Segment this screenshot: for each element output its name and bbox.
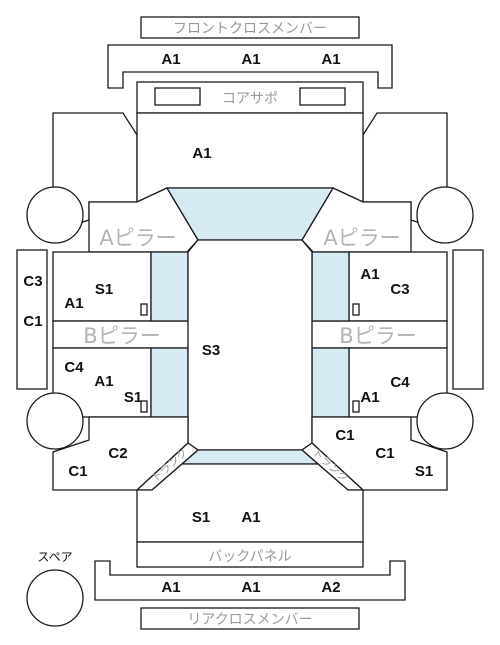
left-front-door-grade-1: S1 [95,281,113,298]
right-quarter-grade-3: S1 [415,463,433,480]
right-front-door-handle [352,303,360,316]
left-rocker-panel [16,249,48,390]
right-quarter-grade-2: C1 [375,445,394,462]
rear-bumper-member [94,560,406,601]
roof-grade: S3 [202,342,220,359]
left-rear-door-grade-3: S1 [124,389,142,406]
right-rear-window [311,347,350,418]
left-rear-quarter [52,416,189,491]
rear-cross-member-box [140,607,360,630]
left-rear-door-grade-1: C4 [64,359,84,376]
rear-right-wheel [416,392,474,450]
left-front-window [150,251,189,322]
front-member-grade-1: A1 [161,51,180,68]
left-rear-door-grade-2: A1 [94,373,113,390]
hood-grade: A1 [192,145,211,162]
rear-left-wheel [26,392,84,450]
right-b-pillar-label: Bピラー [339,324,416,348]
rear-member-grade-3: A2 [321,579,340,596]
rear-cross-member-label: リアクロスメンバー [187,612,312,628]
front-right-wheel [416,186,474,244]
left-a-pillar-label: Aピラー [99,226,176,250]
left-rear-door-handle [140,400,148,413]
right-rear-quarter [311,416,448,491]
left-front-door [52,251,152,322]
rear-member-grade-2: A1 [241,579,260,596]
left-quarter-grade-2: C1 [68,463,87,480]
trunk-lid [136,463,364,543]
right-quarter-grade-1: C1 [335,427,354,444]
right-rocker-panel [452,249,484,390]
front-left-wheel [26,186,84,244]
core-support-label: コアサポ [222,91,278,107]
left-rear-window [150,347,189,418]
rear-window [180,449,320,465]
front-member-grade-2: A1 [241,51,260,68]
back-panel-label: バックパネル [208,549,291,565]
front-member-grade-3: A1 [321,51,340,68]
front-cross-member-box [140,16,360,39]
left-quarter-grade-1: C2 [108,445,127,462]
left-front-door-handle [140,303,148,316]
left-front-door-grade-2: A1 [64,295,83,312]
trunk-grade-2: A1 [241,509,260,526]
left-b-pillar-panel [52,320,192,349]
spare-label: スペア [37,550,72,564]
back-panel [136,541,364,568]
right-front-window [311,251,350,322]
left-rocker-grade-1: C3 [23,273,42,290]
left-b-pillar-label: Bピラー [83,324,160,348]
right-rear-door-grade-2: A1 [360,389,379,406]
left-headlight [154,87,201,106]
right-rear-door-grade-1: C4 [390,374,410,391]
right-a-pillar-label: Aピラー [323,226,400,250]
front-bumper-member [107,44,393,89]
right-rear-door-handle [352,400,360,413]
right-headlight [299,87,346,106]
left-rocker-grade-2: C1 [23,313,42,330]
rear-member-grade-1: A1 [161,579,180,596]
right-front-door [348,251,448,322]
right-front-door-grade-1: A1 [360,266,379,283]
spare-tire [26,569,84,627]
trunk-grade-1: S1 [192,509,210,526]
front-cross-member-label: フロントクロスメンバー [173,21,327,37]
right-front-door-grade-2: C3 [390,281,409,298]
